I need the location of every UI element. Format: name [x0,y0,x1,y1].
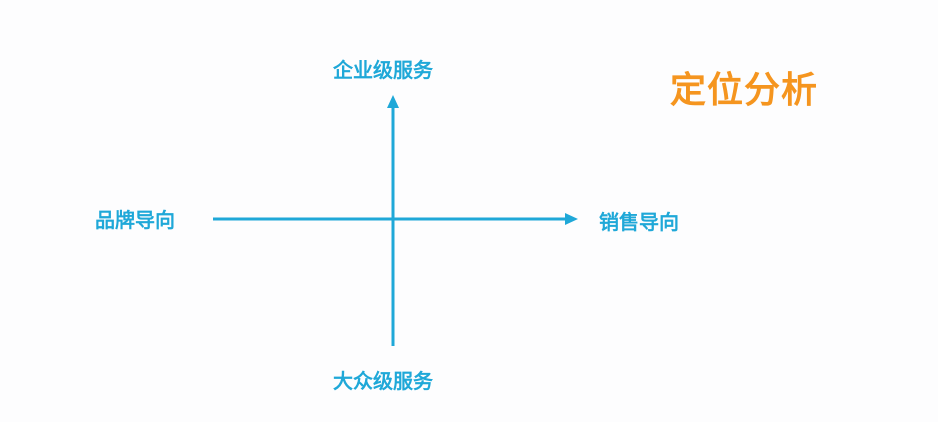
horizontal-axis-right-label: 销售导向 [599,210,679,234]
vertical-axis-arrowhead [387,95,399,108]
diagram-title: 定位分析 [670,70,819,111]
horizontal-axis-left-label: 品牌导向 [95,208,175,232]
vertical-axis-top-label: 企业级服务 [333,58,433,82]
horizontal-axis-arrowhead [565,213,578,225]
vertical-axis-bottom-label: 大众级服务 [333,369,433,393]
